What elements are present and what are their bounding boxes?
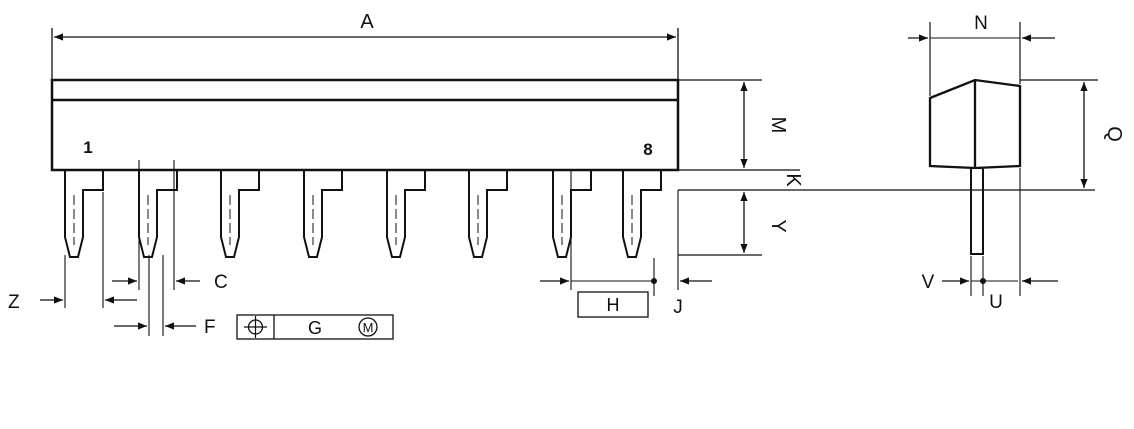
circled-m-icon: M	[358, 317, 378, 337]
dim-label-j: J	[673, 297, 683, 318]
dimension-f: F	[114, 255, 216, 338]
pin-row	[64, 170, 662, 258]
dim-label-h: H	[607, 295, 620, 315]
dim-label-k: K	[782, 173, 804, 187]
dim-label-z: Z	[8, 292, 20, 313]
pin-1-label: 1	[83, 138, 92, 157]
dimension-a: A	[51, 11, 679, 80]
pin-4	[303, 170, 343, 258]
dimension-m-k-y: M K Y	[678, 79, 1095, 256]
dim-label-v: V	[922, 272, 935, 293]
position-tolerance-icon	[244, 316, 267, 338]
pin-8-label: 8	[643, 140, 652, 159]
dim-label-u: U	[989, 292, 1003, 313]
package-body-front	[50, 78, 680, 172]
dim-label-q: Q	[1103, 126, 1125, 142]
dimension-c: C	[112, 160, 228, 293]
pin-3	[220, 170, 260, 258]
dimension-z: Z	[8, 192, 137, 313]
dim-label-n: N	[974, 13, 988, 34]
dim-label-f: F	[204, 317, 216, 338]
dimension-v-u: V U	[922, 168, 1058, 313]
dim-label-m: M	[767, 117, 789, 134]
pin-1	[64, 170, 104, 258]
pin-7	[552, 170, 592, 258]
max-material-modifier: M	[363, 320, 374, 335]
pin-2	[138, 170, 178, 258]
dim-label-a: A	[360, 11, 374, 33]
dimension-q: Q	[1020, 79, 1125, 188]
pin-6	[468, 170, 508, 258]
dim-label-y: Y	[767, 219, 789, 232]
dimension-n: N	[908, 13, 1055, 96]
package-body-side	[928, 78, 1022, 255]
dim-label-c: C	[214, 272, 228, 293]
pin-5	[386, 170, 426, 258]
pin-8	[622, 170, 662, 258]
dimension-h-j: H J	[540, 170, 712, 318]
tolerance-frame: G M	[236, 314, 394, 340]
dim-label-g: G	[308, 318, 322, 338]
